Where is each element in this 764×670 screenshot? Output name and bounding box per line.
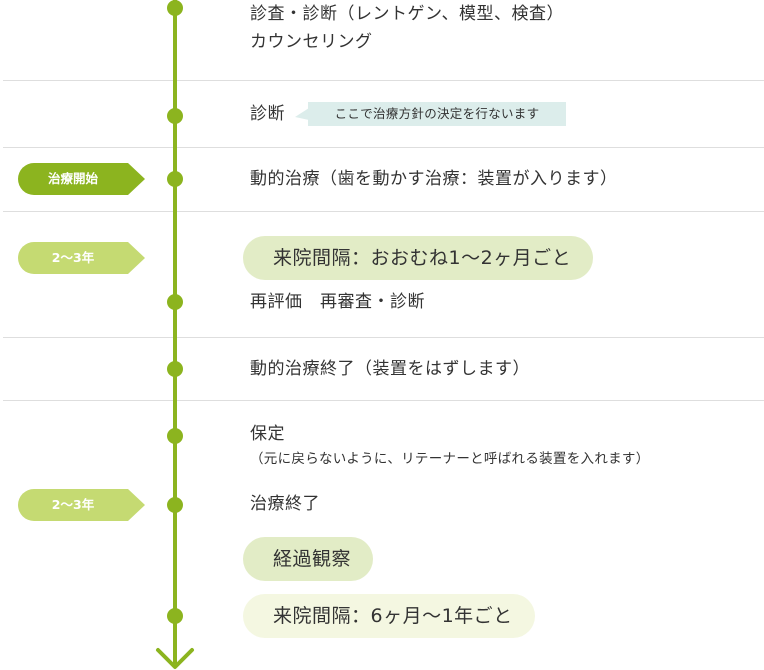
timeline-dot: [167, 108, 183, 124]
tag-period: 2〜3年: [18, 489, 145, 521]
section-divider: [3, 400, 764, 401]
step-active-treatment-end: 動的治療終了（装置をはずします）: [250, 359, 530, 379]
step-counseling: カウンセリング: [250, 32, 373, 52]
step-retention-note: （元に戻らないように、リテーナーと呼ばれる装置を入れます）: [250, 451, 650, 467]
step-active-treatment: 動的治療（歯を動かす治療：装置が入ります）: [250, 169, 618, 189]
step-diagnosis: 診断: [250, 104, 285, 124]
observation-pill: 経過観察: [243, 537, 374, 581]
tag-label: 治療開始: [47, 171, 98, 186]
tag-treatment-start: 治療開始: [18, 163, 145, 195]
visit-interval-pill: 来院間隔：おおむね1〜2ヶ月ごと: [243, 236, 594, 280]
visit-interval-pill: 来院間隔：6ヶ月〜1年ごと: [243, 594, 535, 638]
tag-label: 2〜3年: [51, 250, 95, 265]
section-divider: [3, 80, 764, 81]
timeline-line: [173, 0, 177, 664]
timeline-dot: [167, 428, 183, 444]
callout-text: ここで治療方針の決定を行ないます: [308, 102, 566, 126]
tag-period: 2〜3年: [18, 242, 145, 274]
step-treatment-end: 治療終了: [250, 494, 320, 514]
tag-shape: [18, 163, 145, 195]
step-exam: 診査・診断（レントゲン、模型、検査）: [250, 4, 564, 24]
timeline-dot: [167, 497, 183, 513]
timeline-dot: [167, 171, 183, 187]
step-retention: 保定: [250, 424, 285, 444]
arrow-down-icon: [156, 648, 194, 669]
timeline-dot: [167, 608, 183, 624]
section-divider: [3, 211, 764, 212]
callout-tail: [295, 108, 309, 120]
timeline-dot: [167, 294, 183, 310]
tag-shape: [18, 489, 145, 521]
timeline-dot: [167, 0, 183, 16]
timeline-dot: [167, 361, 183, 377]
tag-shape: [18, 242, 145, 274]
step-re-evaluation: 再評価 再審査・診断: [250, 292, 425, 312]
section-divider: [3, 337, 764, 338]
section-divider: [3, 147, 764, 148]
tag-label: 2〜3年: [51, 497, 95, 512]
